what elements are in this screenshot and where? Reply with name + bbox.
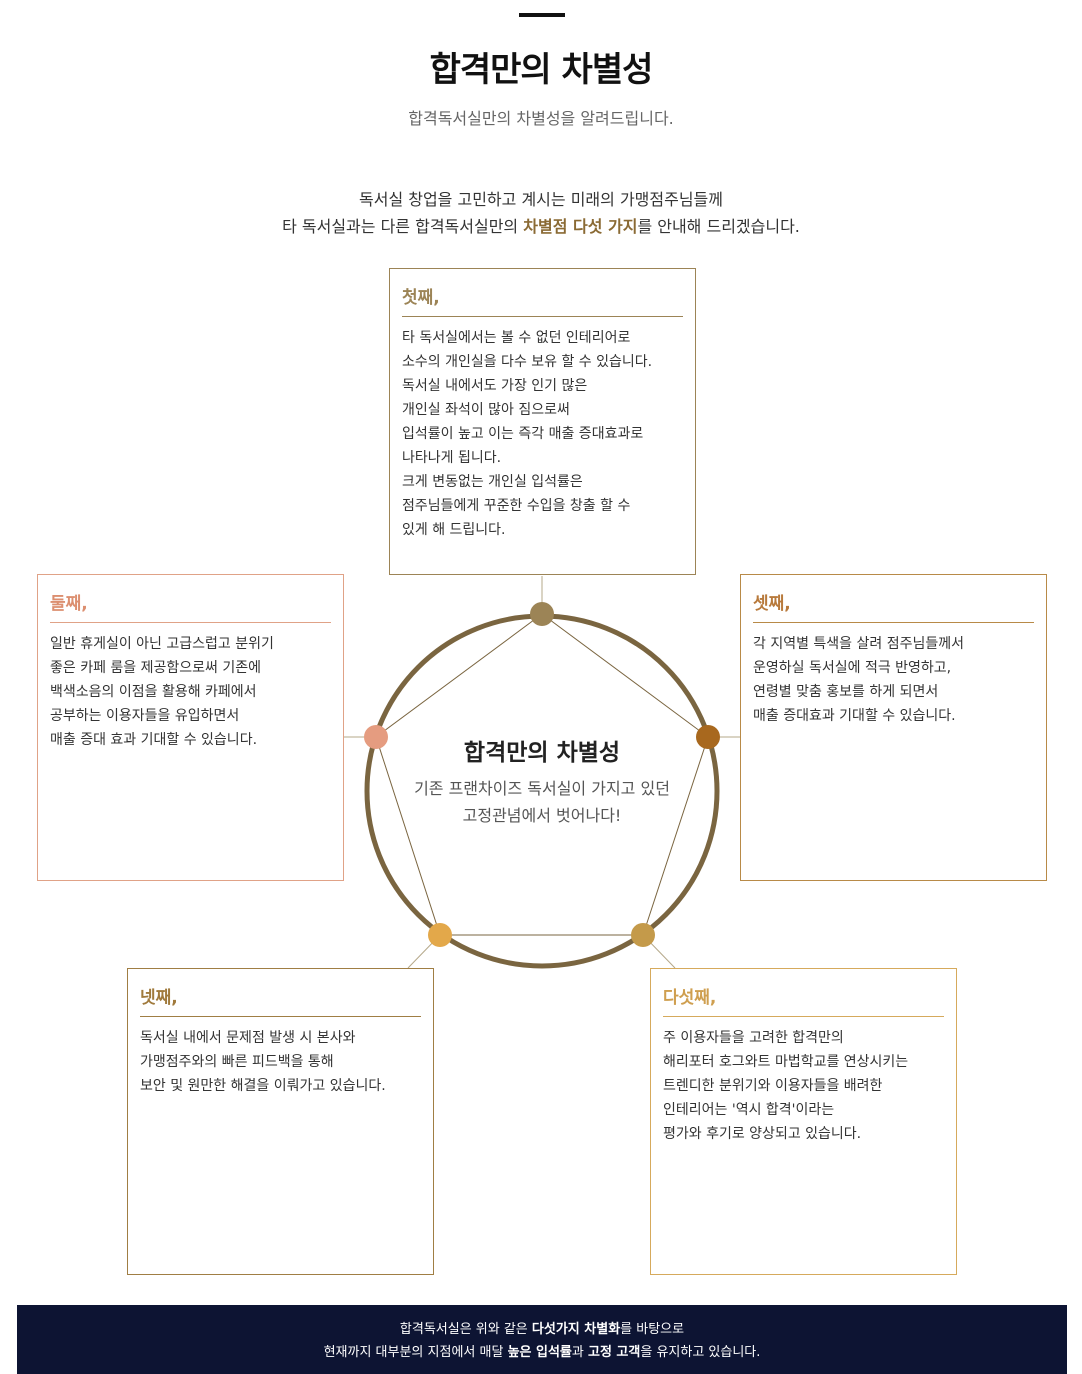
feature-line: 인테리어는 '역시 합격'이라는 (663, 1102, 835, 1118)
banner-line-2-mid: 과 (571, 1345, 588, 1360)
intro-line-2-end: 를 안내해 드리겠습니다. (637, 217, 800, 236)
banner-highlight-1: 다섯가지 차별화 (531, 1322, 621, 1337)
dot-fourth (428, 923, 452, 947)
center-title: 합격만의 차별성 (463, 740, 621, 766)
banner-line-2: 현재까지 대부분의 지점에서 매달 높은 입석률과 고정 고객을 유지하고 있습… (17, 1341, 1067, 1364)
feature-line: 점주님들에게 꾸준한 수입을 창출 할 수 (402, 498, 631, 514)
feature-line: 공부하는 이용자들을 유입하면서 (50, 708, 240, 724)
feature-body-second: 일반 휴게실이 아닌 고급스럽고 분위기 좋은 카페 룸을 제공함으로써 기존에… (50, 632, 331, 752)
feature-body-first: 타 독서실에서는 볼 수 없던 인테리어로 소수의 개인실을 다수 보유 할 수… (402, 326, 683, 542)
intro-line-1: 독서실 창업을 고민하고 계시는 미래의 가맹점주님들께 (359, 190, 723, 209)
feature-box-first: 첫째, 타 독서실에서는 볼 수 없던 인테리어로 소수의 개인실을 다수 보유… (389, 268, 696, 575)
intro-line-2-start: 타 독서실과는 다른 합격독서실만의 (282, 217, 524, 236)
feature-box-second: 둘째, 일반 휴게실이 아닌 고급스럽고 분위기 좋은 카페 룸을 제공함으로써… (37, 574, 344, 881)
banner-highlight-3: 고정 고객 (587, 1345, 641, 1360)
title-accent-bar (519, 13, 565, 17)
summary-banner: 합격독서실은 위와 같은 다섯가지 차별화를 바탕으로 현재까지 대부분의 지점… (17, 1305, 1067, 1374)
feature-line: 백색소음의 이점을 활용해 카페에서 (50, 684, 257, 700)
feature-title-second: 둘째, (50, 587, 331, 623)
feature-line: 해리포터 호그와트 마법학교를 연상시키는 (663, 1054, 909, 1070)
page-subtitle: 합격독서실만의 차별성을 알려드립니다. (408, 109, 674, 128)
page-title: 합격만의 차별성 (429, 50, 654, 90)
feature-body-fourth: 독서실 내에서 문제점 발생 시 본사와 가맹점주와의 빠른 피드백을 통해 보… (140, 1026, 421, 1098)
banner-line-1: 합격독서실은 위와 같은 다섯가지 차별화를 바탕으로 (17, 1318, 1067, 1341)
feature-line: 독서실 내에서도 가장 인기 많은 (402, 378, 588, 394)
feature-line: 매출 증대 효과 기대할 수 있습니다. (50, 732, 258, 748)
feature-line: 크게 변동없는 개인실 입석률은 (402, 474, 583, 490)
feature-box-fifth: 다섯째, 주 이용자들을 고려한 합격만의 해리포터 호그와트 마법학교를 연상… (650, 968, 957, 1275)
intro-highlight: 차별점 다섯 가지 (523, 217, 638, 236)
banner-highlight-2: 높은 입석률 (507, 1345, 572, 1360)
center-desc-line-2: 고정관념에서 벗어나다! (462, 806, 622, 825)
feature-line: 있게 해 드립니다. (402, 522, 506, 538)
feature-body-fifth: 주 이용자들을 고려한 합격만의 해리포터 호그와트 마법학교를 연상시키는 트… (663, 1026, 944, 1146)
feature-line: 주 이용자들을 고려한 합격만의 (663, 1030, 844, 1046)
feature-line: 일반 휴게실이 아닌 고급스럽고 분위기 (50, 636, 274, 652)
feature-line: 보안 및 원만한 해결을 이뤄가고 있습니다. (140, 1078, 386, 1094)
feature-title-fifth: 다섯째, (663, 981, 944, 1017)
banner-line-1-start: 합격독서실은 위와 같은 (399, 1322, 532, 1337)
dot-fifth (631, 923, 655, 947)
feature-line: 연령별 맞춤 홍보를 하게 되면서 (753, 684, 939, 700)
feature-line: 나타나게 됩니다. (402, 450, 502, 466)
banner-line-2-start: 현재까지 대부분의 지점에서 매달 (323, 1345, 508, 1360)
center-description: 기존 프랜차이즈 독서실이 가지고 있던 고정관념에서 벗어나다! (342, 775, 742, 829)
intro-line-2: 타 독서실과는 다른 합격독서실만의 차별점 다섯 가지를 안내해 드리겠습니다… (0, 213, 1082, 240)
feature-title-third: 셋째, (753, 587, 1034, 623)
feature-line: 소수의 개인실을 다수 보유 할 수 있습니다. (402, 354, 653, 370)
feature-line: 트렌디한 분위기와 이용자들을 배려한 (663, 1078, 883, 1094)
feature-line: 매출 증대효과 기대할 수 있습니다. (753, 708, 956, 724)
feature-body-third: 각 지역별 특색을 살려 점주님들께서 운영하실 독서실에 적극 반영하고, 연… (753, 632, 1034, 728)
banner-line-1-end: 를 바탕으로 (620, 1322, 685, 1337)
feature-line: 개인실 좌석이 많아 짐으로써 (402, 402, 570, 418)
feature-line: 입석률이 높고 이는 즉각 매출 증대효과로 (402, 426, 644, 442)
feature-line: 각 지역별 특색을 살려 점주님들께서 (753, 636, 964, 652)
banner-line-2-end: 을 유지하고 있습니다. (640, 1345, 761, 1360)
center-desc-line-1: 기존 프랜차이즈 독서실이 가지고 있던 (414, 779, 670, 798)
feature-line: 가맹점주와의 빠른 피드백을 통해 (140, 1054, 334, 1070)
dot-first (530, 602, 554, 626)
feature-line: 좋은 카페 룸을 제공함으로써 기존에 (50, 660, 261, 676)
feature-title-fourth: 넷째, (140, 981, 421, 1017)
dot-third (696, 725, 720, 749)
intro-text: 독서실 창업을 고민하고 계시는 미래의 가맹점주님들께 타 독서실과는 다른 … (0, 186, 1082, 240)
dot-second (364, 725, 388, 749)
feature-line: 타 독서실에서는 볼 수 없던 인테리어로 (402, 330, 631, 346)
inner-pentagon (375, 613, 709, 936)
feature-line: 평가와 후기로 양상되고 있습니다. (663, 1126, 862, 1142)
feature-box-fourth: 넷째, 독서실 내에서 문제점 발생 시 본사와 가맹점주와의 빠른 피드백을 … (127, 968, 434, 1275)
feature-line: 독서실 내에서 문제점 발생 시 본사와 (140, 1030, 356, 1046)
feature-line: 운영하실 독서실에 적극 반영하고, (753, 660, 952, 676)
feature-box-third: 셋째, 각 지역별 특색을 살려 점주님들께서 운영하실 독서실에 적극 반영하… (740, 574, 1047, 881)
feature-title-first: 첫째, (402, 281, 683, 317)
